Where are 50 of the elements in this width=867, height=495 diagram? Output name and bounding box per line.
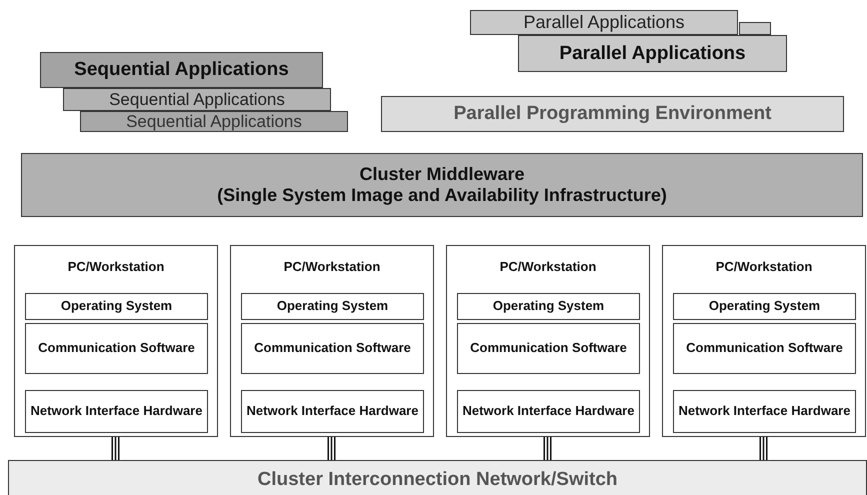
workstation-box — [446, 245, 650, 437]
component-box — [241, 390, 424, 433]
node-title: Network Interface Hardware — [462, 404, 634, 419]
node-title: PC/Workstation — [716, 260, 812, 275]
component-box — [25, 390, 208, 433]
application-card — [518, 35, 787, 72]
application-card — [80, 111, 348, 132]
node-title: Parallel Applications — [523, 12, 685, 33]
node-title: Sequential Applications — [109, 90, 285, 110]
middleware-bar — [21, 153, 863, 217]
node-title: PC/Workstation — [500, 260, 596, 275]
component-box — [457, 323, 640, 374]
node-title: Parallel Applications — [559, 42, 746, 64]
application-card — [470, 10, 738, 35]
node-subtitle: (Single System Image and Availability Infrastructure) — [217, 185, 667, 206]
component-box — [673, 390, 856, 433]
component-box — [25, 323, 208, 374]
node-title: Sequential Applications — [126, 112, 302, 132]
component-box — [673, 323, 856, 374]
node-title: Communication Software — [686, 341, 843, 356]
application-card — [40, 52, 323, 88]
component-box — [241, 323, 424, 374]
workstation-box — [230, 245, 434, 437]
node-title: Communication Software — [38, 341, 195, 356]
node-title: Operating System — [276, 299, 388, 314]
environment-bar — [381, 96, 844, 132]
stacked-sheet — [739, 22, 771, 35]
node-title: Communication Software — [470, 341, 627, 356]
component-box — [25, 293, 208, 320]
node-title: Cluster Middleware — [359, 164, 525, 185]
node-title: Parallel Programming Environment — [454, 103, 772, 125]
component-box — [457, 293, 640, 320]
node-title: Network Interface Hardware — [678, 404, 850, 419]
component-box — [673, 293, 856, 320]
node-title: Operating System — [60, 299, 172, 314]
workstation-box — [14, 245, 218, 437]
application-card — [63, 88, 331, 111]
node-title: Network Interface Hardware — [30, 404, 202, 419]
node-title: Communication Software — [254, 341, 411, 356]
component-box — [241, 293, 424, 320]
node-title: Cluster Interconnection Network/Switch — [258, 469, 618, 491]
node-title: Operating System — [708, 299, 820, 314]
node-title: Network Interface Hardware — [246, 404, 418, 419]
node-title: PC/Workstation — [68, 260, 164, 275]
network-bar — [8, 460, 867, 495]
node-title: Sequential Applications — [74, 59, 289, 81]
component-box — [457, 390, 640, 433]
node-title: PC/Workstation — [284, 260, 380, 275]
workstation-box — [662, 245, 866, 437]
node-title: Operating System — [492, 299, 604, 314]
